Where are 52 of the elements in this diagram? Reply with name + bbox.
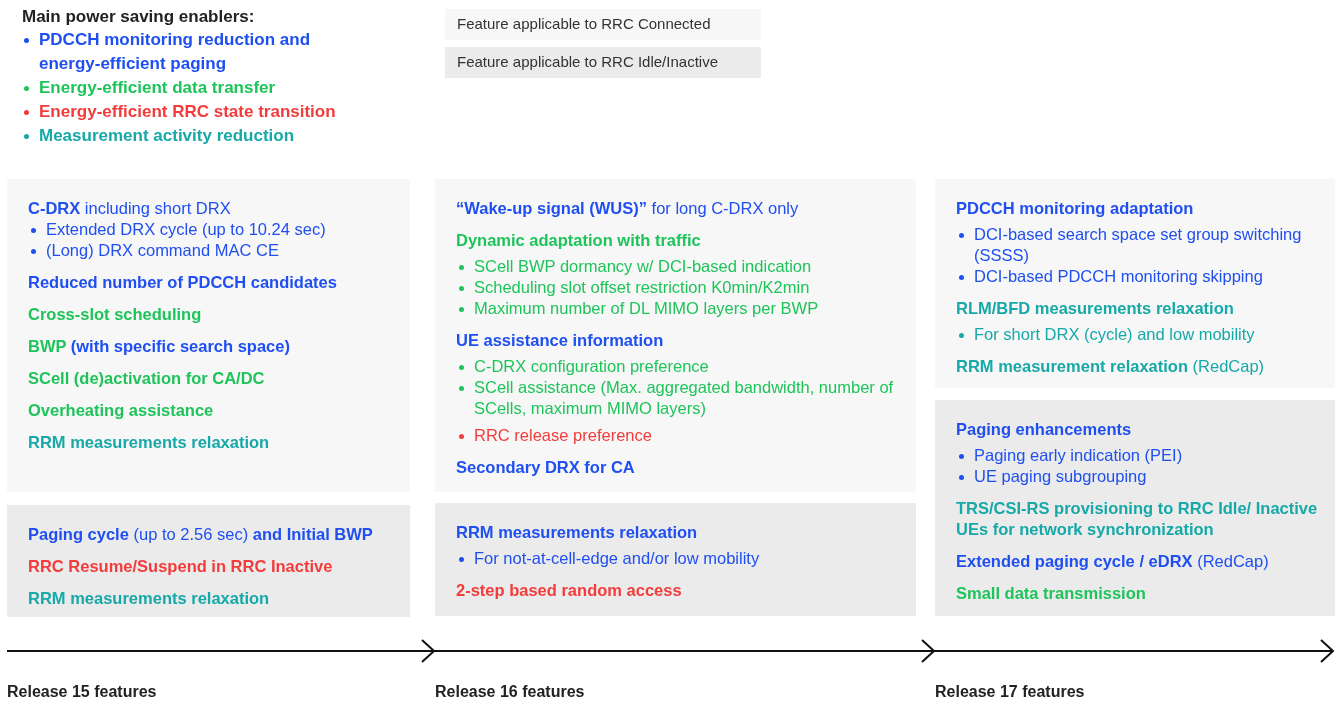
feature-heading: Paging enhancements [956,419,1133,440]
feature-text: Scheduling slot offset restriction K0min/K2min [474,277,810,298]
feature-heading: SCell (de)activation for CA/DC [28,368,266,389]
feature-text: Paging early indication (PEI) [974,445,1183,466]
feature-heading: TRS/CSI-RS provisioning to RRC Idle/ Inactive UEs for network synchronization [956,498,1319,540]
feature-heading: Overheating assistance [28,400,215,421]
feature-heading: Dynamic adaptation with traffic [456,230,702,251]
feature-panel [7,179,410,492]
feature-text: C-DRX configuration preference [474,356,709,377]
feature-heading: Cross-slot scheduling [28,304,203,325]
legend-text: Measurement activity reduction [39,125,296,147]
feature-heading: RRM measurements relaxation [28,432,271,453]
feature-heading: 2-step based random access [456,580,683,601]
feature-text: Extended DRX cycle (up to 10.24 sec) [46,219,326,240]
feature-heading: RLM/BFD measurements relaxation [956,298,1235,319]
feature-heading: RRM measurements relaxation [28,588,271,609]
feature-heading: UE assistance information [456,330,665,351]
feature-text: C-DRX including short DRX [28,198,232,219]
release-label: Release 15 features [7,682,157,702]
feature-text: SCell assistance (Max. aggregated bandwidth, number of SCells, maximum MIMO layers) [474,377,895,419]
feature-text: Maximum number of DL MIMO layers per BWP [474,298,819,319]
release-label: Release 16 features [435,682,585,702]
feature-text: SCell BWP dormancy w/ DCI-based indication [474,256,812,277]
release-label: Release 17 features [935,682,1085,702]
feature-text: DCI-based search space set group switching (SSSS) [974,224,1303,266]
legend-text: Feature applicable to RRC Idle/Inactive [457,52,718,73]
legend-text: PDCCH monitoring reduction and energy-efficient paging [39,29,312,75]
feature-text: DCI-based PDCCH monitoring skipping [974,266,1263,287]
feature-text: For short DRX (cycle) and low mobility [974,324,1255,345]
feature-text: RRC release preference [474,425,652,446]
legend-text: Energy-efficient RRC state transition [39,101,337,123]
feature-panel [435,179,916,492]
feature-text: (Long) DRX command MAC CE [46,240,279,261]
feature-heading: BWP (with specific search space) [28,336,291,357]
feature-text: Paging cycle (up to 2.56 sec) and Initial BWP [28,524,374,545]
feature-panel [935,400,1335,616]
feature-text: UE paging subgrouping [974,466,1147,487]
feature-text: Extended paging cycle / eDRX (RedCap) [956,551,1270,572]
feature-heading: Secondary DRX for CA [456,457,636,478]
feature-heading: Small data transmission [956,583,1147,604]
legend-text: Feature applicable to RRC Connected [457,14,711,35]
legend-text: Energy-efficient data transfer [39,77,277,99]
feature-text: For not-at-cell-edge and/or low mobility [474,548,760,569]
feature-heading: RRC Resume/Suspend in RRC Inactive [28,556,334,577]
feature-panel [435,503,916,616]
title: Main power saving enablers: [22,6,256,28]
feature-panel [935,179,1335,388]
feature-text: “Wake-up signal (WUS)” for long C-DRX only [456,198,800,219]
feature-heading: Reduced number of PDCCH candidates [28,272,338,293]
feature-heading: PDCCH monitoring adaptation [956,198,1195,219]
feature-text: RRM measurement relaxation (RedCap) [956,356,1266,377]
feature-heading: RRM measurements relaxation [456,522,699,543]
